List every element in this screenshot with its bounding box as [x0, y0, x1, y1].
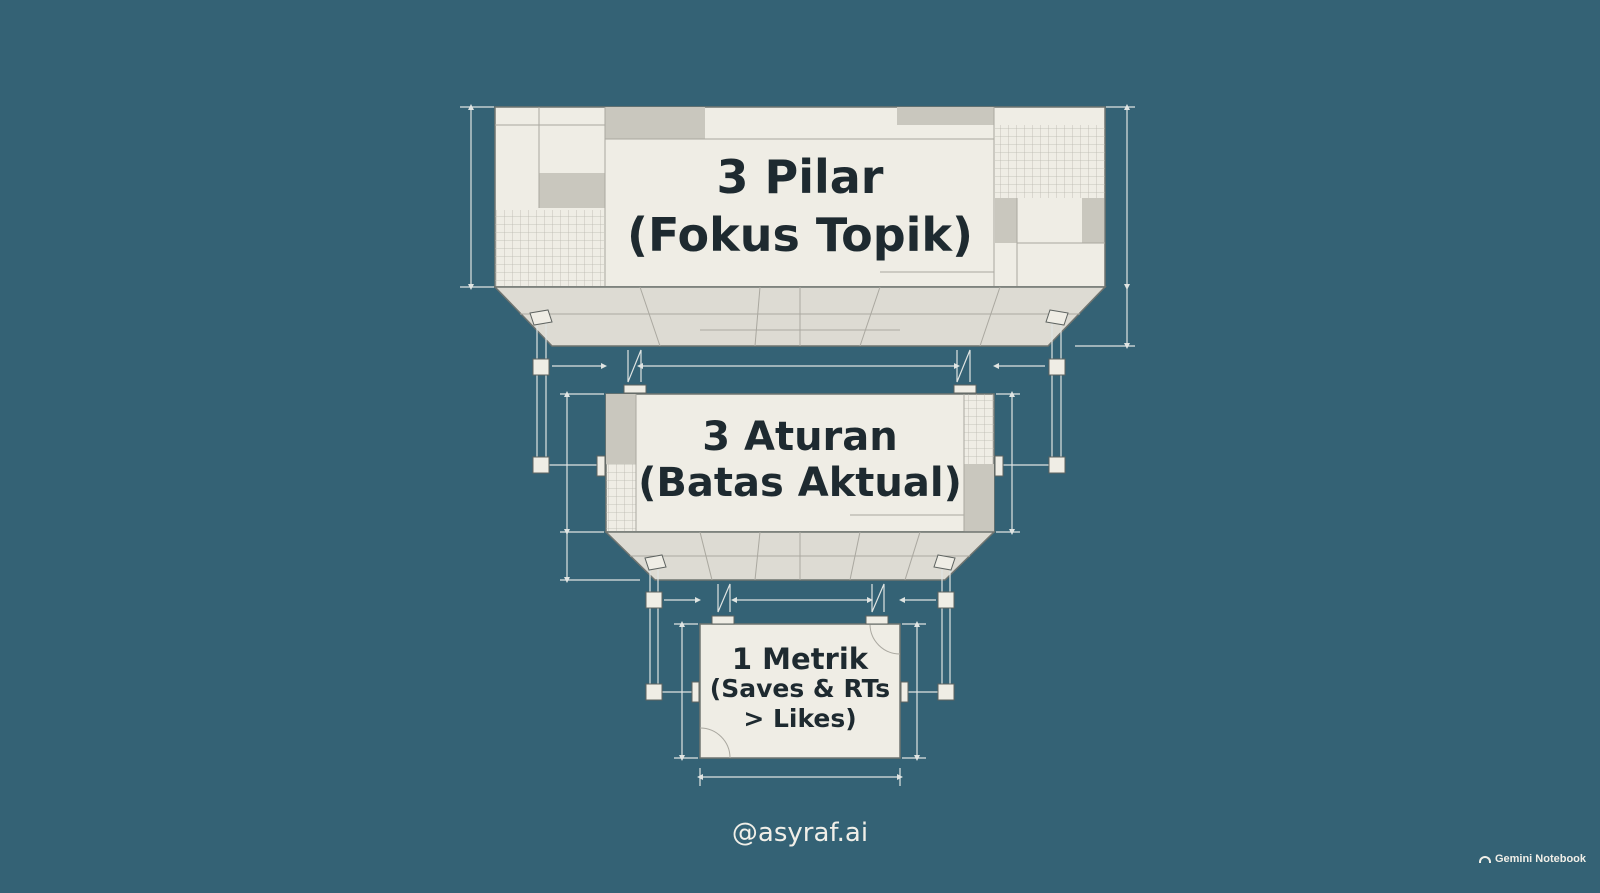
tier-2-label: 3 Aturan (Batas Aktual) [630, 414, 970, 506]
joint-blocks [529, 309, 1069, 703]
tier-3-title: 1 Metrik [731, 642, 869, 676]
author-handle: @asyraf.ai [731, 818, 869, 848]
tier-2-subtitle: (Batas Aktual) [638, 460, 962, 506]
tier-3-label: 1 Metrik (Saves & RTs > Likes) [700, 644, 900, 734]
tier-3-block [699, 623, 901, 759]
tier-2-block [604, 393, 996, 581]
tier-1-subtitle: (Fokus Topik) [626, 208, 974, 262]
tier-1-block [493, 106, 1107, 347]
brand-watermark: Gemini Notebook [1478, 853, 1586, 865]
tier-3-subtitle-2: > Likes) [743, 704, 857, 733]
blueprint-lines [460, 104, 1135, 786]
notebook-logo-icon [1478, 855, 1491, 863]
brand-text: Gemini Notebook [1494, 853, 1586, 865]
tier-2-title: 3 Aturan [702, 414, 898, 460]
tier-3-subtitle: (Saves & RTs [709, 674, 891, 703]
tier-1-title: 3 Pilar [716, 150, 884, 204]
tier-1-label: 3 Pilar (Fokus Topik) [600, 148, 1000, 264]
